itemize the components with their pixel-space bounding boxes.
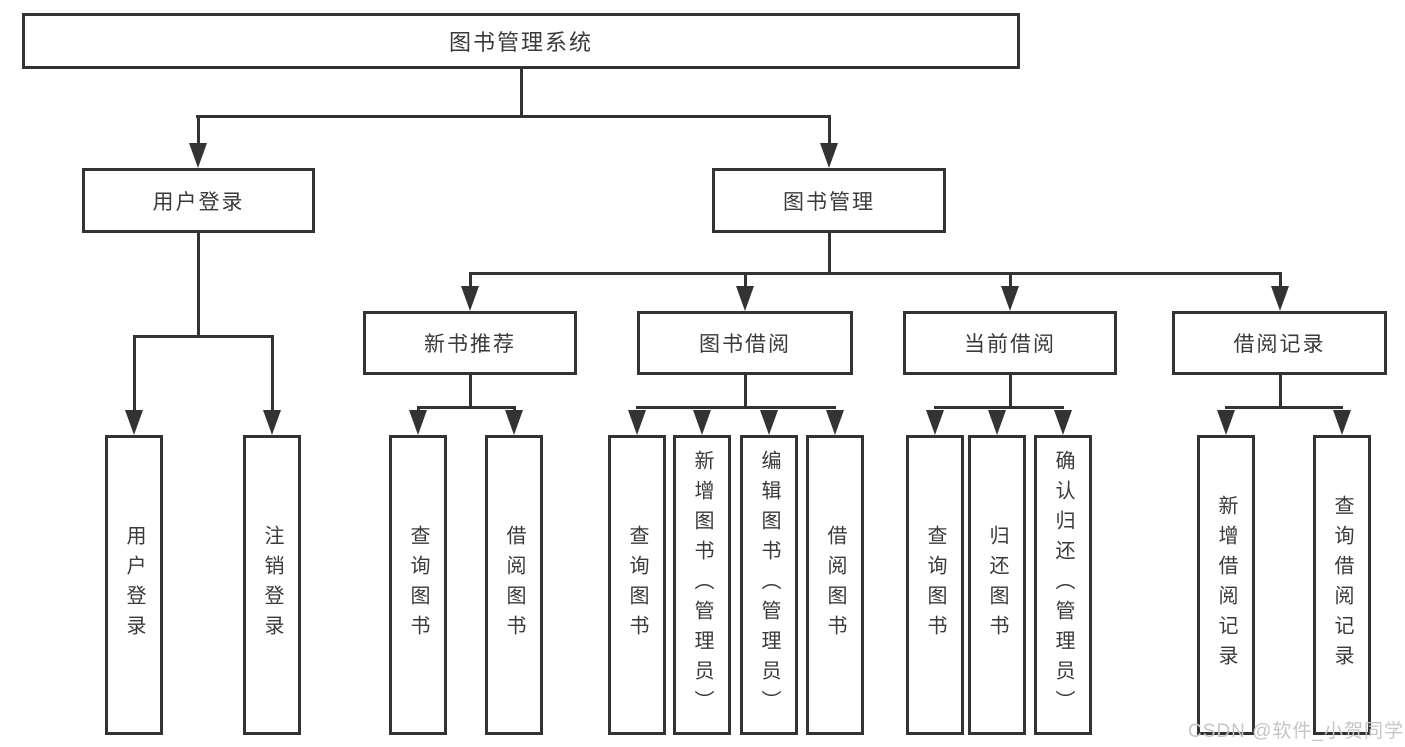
- leaf-query-books-borrowing: 查询图书: [608, 435, 666, 735]
- arrowhead-icon: [988, 410, 1006, 435]
- connector-book-borrowing-rail: [636, 406, 836, 409]
- connector-current-borrowing-stem: [1009, 375, 1012, 409]
- arrowhead-icon: [1001, 286, 1019, 311]
- connector-user-login-rail: [133, 335, 274, 338]
- leaf-logout: 注销登录: [243, 435, 301, 735]
- leaf-query-borrow-record: 查询借阅记录: [1313, 435, 1371, 735]
- arrowhead-icon: [263, 410, 281, 435]
- connector-root-stem: [520, 69, 523, 117]
- connector-drop-logout-leaf: [271, 335, 274, 413]
- arrowhead-icon: [736, 286, 754, 311]
- arrowhead-icon: [1054, 410, 1072, 435]
- connector-drop-borrowing-records: [1279, 272, 1282, 290]
- node-book-management: 图书管理: [712, 168, 946, 233]
- connector-user-login-stem: [197, 233, 200, 338]
- leaf-confirm-return-admin: 确认归还（管理员）: [1034, 435, 1092, 735]
- arrowhead-icon: [826, 410, 844, 435]
- connector-borrowing-records-stem: [1279, 375, 1282, 409]
- connector-borrowing-records-rail: [1225, 406, 1343, 409]
- arrowhead-icon: [628, 410, 646, 435]
- node-new-book-recommend: 新书推荐: [363, 311, 577, 375]
- arrowhead-icon: [1271, 286, 1289, 311]
- connector-current-borrowing-rail: [934, 406, 1064, 409]
- arrowhead-icon: [125, 410, 143, 435]
- leaf-query-books-current: 查询图书: [906, 435, 964, 735]
- connector-drop-book-management: [828, 115, 831, 149]
- connector-drop-book-borrowing: [744, 272, 747, 290]
- node-book-borrowing: 图书借阅: [637, 311, 853, 375]
- connector-book-management-rail: [469, 272, 1282, 275]
- arrowhead-icon: [505, 410, 523, 435]
- connector-new-book-recommend-stem: [469, 375, 472, 409]
- leaf-add-book-admin: 新增图书（管理员）: [673, 435, 731, 735]
- arrowhead-icon: [820, 143, 838, 168]
- connector-drop-user-login-leaf: [133, 335, 136, 413]
- connector-drop-current-borrowing: [1009, 272, 1012, 290]
- arrowhead-icon: [409, 410, 427, 435]
- arrowhead-icon: [926, 410, 944, 435]
- node-library-management-system: 图书管理系统: [22, 13, 1020, 69]
- leaf-borrow-books-recommend: 借阅图书: [485, 435, 543, 735]
- node-user-login: 用户登录: [82, 168, 315, 233]
- watermark-text: CSDN @软件_小贺同学: [1188, 721, 1404, 742]
- node-current-borrowing: 当前借阅: [903, 311, 1117, 375]
- leaf-borrow-books: 借阅图书: [806, 435, 864, 735]
- leaf-add-borrow-record: 新增借阅记录: [1197, 435, 1255, 735]
- arrowhead-icon: [693, 410, 711, 435]
- arrowhead-icon: [1217, 410, 1235, 435]
- connector-root-rail: [196, 115, 831, 118]
- arrowhead-icon: [189, 143, 207, 168]
- leaf-return-books: 归还图书: [968, 435, 1026, 735]
- connector-book-borrowing-stem: [744, 375, 747, 409]
- connector-book-management-stem: [828, 233, 831, 275]
- arrowhead-icon: [461, 286, 479, 311]
- leaf-edit-book-admin: 编辑图书（管理员）: [740, 435, 798, 735]
- node-borrowing-records: 借阅记录: [1172, 311, 1387, 375]
- connector-new-book-recommend-rail: [417, 406, 516, 409]
- connector-drop-new-book-recommend: [469, 272, 472, 290]
- arrowhead-icon: [1333, 410, 1351, 435]
- connector-drop-user-login: [197, 115, 200, 149]
- leaf-user-login: 用户登录: [105, 435, 163, 735]
- leaf-query-books-recommend: 查询图书: [389, 435, 447, 735]
- arrowhead-icon: [760, 410, 778, 435]
